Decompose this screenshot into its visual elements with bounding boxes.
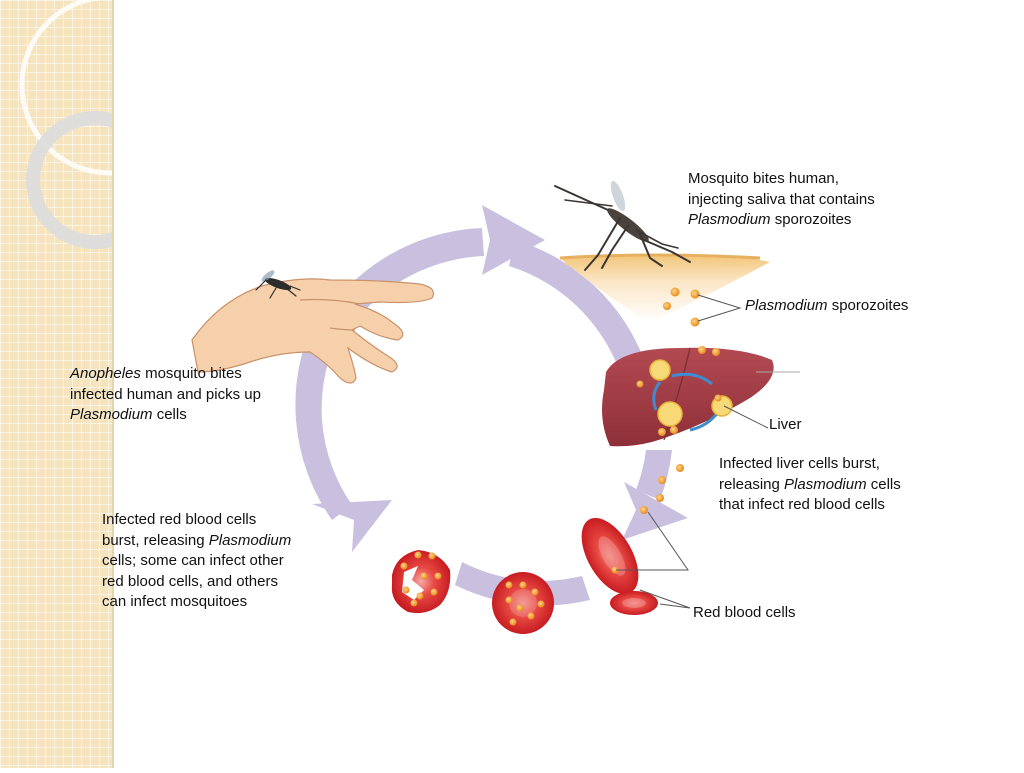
- cycle-arrowhead-left: [312, 500, 392, 552]
- cycle-arrow-right: [636, 450, 672, 500]
- cycle-arrowhead-top: [482, 205, 545, 275]
- cycle-arrows: [295, 205, 688, 606]
- cycle-arrowhead-right: [622, 482, 688, 540]
- red-blood-cells-right: [581, 518, 658, 615]
- sporozoites-in-skin: [663, 287, 700, 327]
- label-liver: Liver: [769, 416, 802, 433]
- cycle-arrow-top: [509, 240, 645, 372]
- decorative-side-panel: [0, 0, 201, 768]
- anopheles-mosquito-icon: [255, 270, 301, 299]
- label-plasmodium-sporozoites: Plasmodium sporozoites: [745, 297, 909, 314]
- sporozoite-pointer-lines: [697, 294, 742, 322]
- human-hand-icon: [191, 278, 435, 384]
- mosquito-on-skin-icon: [554, 180, 691, 271]
- label-red-blood-cells-burst: Infected red blood cells burst, releasin…: [102, 511, 292, 610]
- burst-red-blood-cell: [391, 550, 451, 614]
- liver-pointer-line: [723, 405, 769, 429]
- label-liver-cells-burst: Infected liver cells burst, releasing Pl…: [719, 455, 901, 513]
- label-mosquito-bites-human: Mosquito bites human, injecting saliva t…: [688, 170, 875, 228]
- infected-red-blood-cell: [492, 572, 554, 634]
- label-red-blood-cells: Red blood cells: [693, 604, 796, 621]
- cycle-arrow-left: [295, 330, 352, 520]
- red-blood-cell-pointer-lines: [616, 511, 691, 609]
- plasmodium-in-liver: [636, 346, 722, 514]
- label-anopheles-mosquito: Anopheles mosquito bites infected human …: [70, 365, 261, 423]
- liver-icon: [602, 347, 800, 447]
- skin-cross-section: [559, 253, 770, 322]
